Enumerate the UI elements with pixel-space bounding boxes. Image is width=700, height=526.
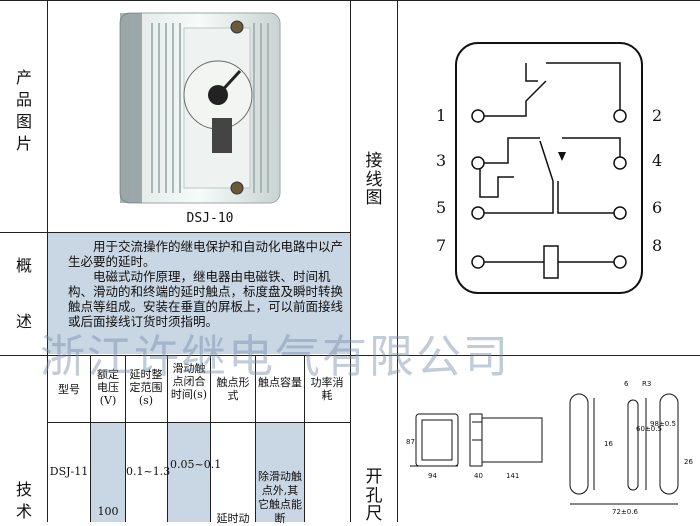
- table-divider-h2: [0, 355, 350, 356]
- cell-delay: 0.1~1.3: [126, 465, 171, 478]
- table-divider-v3: [397, 0, 398, 522]
- label-cutout: 开孔尺: [365, 467, 383, 525]
- header-contact-form: 触点形式: [216, 376, 250, 402]
- col-capacity-bg: [256, 422, 304, 522]
- wiring-diagram: 1 2 3 4 5 6 7 8: [436, 42, 662, 294]
- terminal-1-label: 1: [436, 106, 446, 125]
- cell-voltage: 100: [97, 505, 119, 518]
- header-voltage: 额定电压(V): [97, 368, 119, 407]
- product-photo: [62, 3, 350, 208]
- terminal-2-label: 2: [652, 106, 662, 125]
- relay-illustration: [119, 12, 281, 204]
- table-divider-h3: [350, 355, 700, 356]
- dim-60: 60±0.5: [636, 425, 662, 433]
- table-divider-v1: [47, 0, 48, 522]
- header-model: 型号: [58, 383, 80, 396]
- terminal-6-label: 6: [652, 198, 662, 217]
- label-overview: 概 述: [15, 256, 32, 331]
- label-technical: 技 术: [15, 480, 32, 521]
- overview-paragraph-1: 用于交流操作的继电保护和自动化电路中以产生必要的延时。: [68, 239, 344, 269]
- photo-caption: DSJ-10: [186, 211, 234, 226]
- overview-paragraph-2: 电磁式动作原理，继电器由电磁铁、时间机构、滑动的和终端的延时触点，标度盘及瞬时转…: [68, 269, 344, 329]
- terminal-8-label: 8: [652, 236, 662, 255]
- terminal-3-label: 3: [436, 151, 446, 170]
- cell-capacity: 除滑动触点外,其它触点能断: [258, 470, 302, 525]
- dim-r3: R3: [642, 380, 651, 388]
- tech-v4: [210, 355, 211, 522]
- tech-v2: [125, 355, 126, 522]
- header-capacity: 触点容量: [258, 376, 302, 389]
- dim-87: 87: [406, 438, 415, 446]
- tech-v6: [304, 355, 305, 522]
- dim-72: 72±0.6: [612, 508, 638, 516]
- cell-contact-form: 延时动: [216, 512, 250, 525]
- overview-section: 用于交流操作的继电保护和自动化电路中以产生必要的延时。 电磁式动作原理，继电器由…: [48, 233, 350, 354]
- label-wiring: 接线图: [365, 151, 383, 209]
- header-delay: 延时整定范围(s): [129, 368, 163, 407]
- terminal-4-label: 4: [652, 151, 662, 170]
- tech-v5: [255, 355, 256, 522]
- watermark-text: 浙江许继电气有限公司: [40, 330, 511, 383]
- dim-16: 16: [604, 440, 613, 448]
- dim-98: 98±0.5: [650, 420, 676, 428]
- dim-26: 26: [684, 458, 693, 466]
- dim-40: 40: [474, 472, 483, 480]
- header-slide: 滑动触点闭合时间(s): [170, 362, 208, 401]
- tech-h1: [47, 422, 350, 423]
- terminal-7-label: 7: [436, 236, 446, 255]
- terminal-5-label: 5: [436, 198, 446, 217]
- dim-6: 6: [624, 380, 629, 388]
- header-power: 功率消耗: [310, 376, 344, 402]
- dim-94: 94: [428, 472, 437, 480]
- cell-model: DSJ-11: [49, 465, 89, 478]
- table-divider-h1: [0, 232, 350, 233]
- tech-v1: [90, 355, 91, 522]
- tech-v3: [167, 355, 168, 522]
- cutout-drawing: 87 94 40 141 16 60±0.5 98±0.5 72±0.6 26 …: [406, 380, 693, 516]
- table-divider-v2: [350, 0, 351, 522]
- col-voltage-bg: [91, 422, 125, 522]
- dim-141: 141: [506, 472, 519, 480]
- label-product-photo: 产 品 图 片: [15, 68, 32, 153]
- cell-slide: 0.05~0.1: [170, 458, 222, 471]
- col-slide-bg: [168, 422, 210, 522]
